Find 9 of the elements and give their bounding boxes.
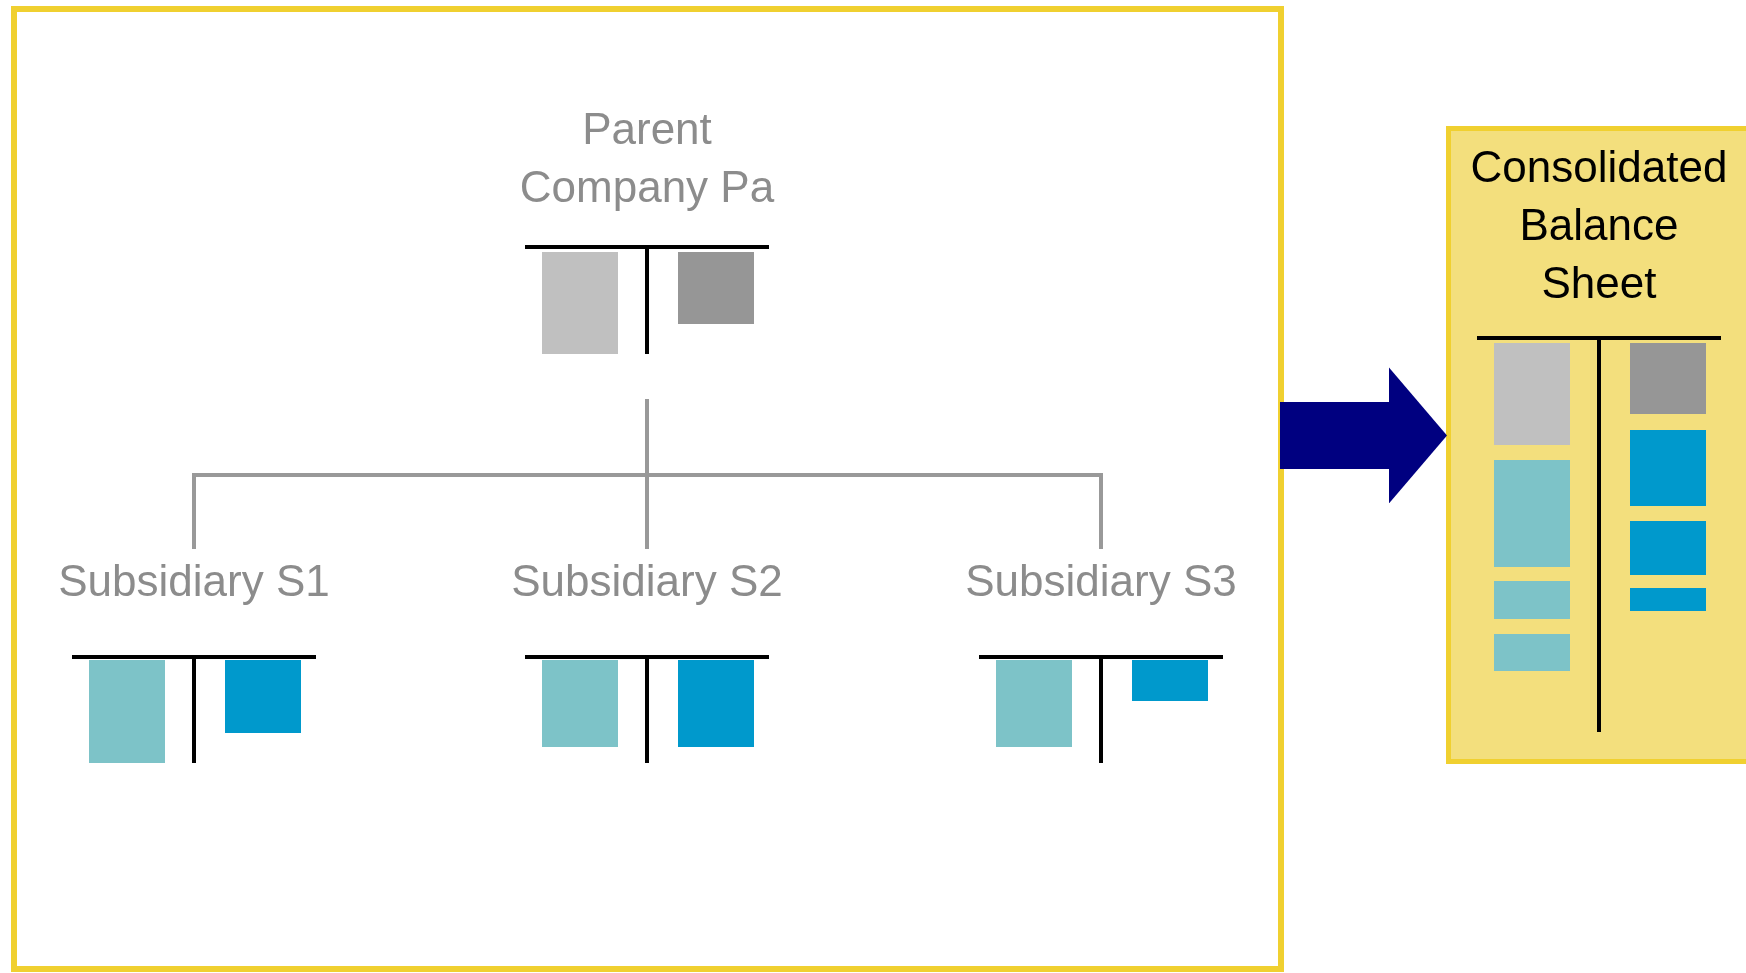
node-label: Subsidiary S1 xyxy=(57,555,331,607)
node-label: Parent Company Pa xyxy=(518,103,776,213)
node-label: Subsidiary S2 xyxy=(510,555,784,607)
group-frame xyxy=(11,6,1284,972)
node-label: Subsidiary S3 xyxy=(964,555,1238,607)
block-arrow xyxy=(1280,367,1447,504)
connector-line xyxy=(645,399,1103,549)
summary-panel xyxy=(1446,126,1746,764)
node-label: Consolidated Balance Sheet xyxy=(1469,141,1729,309)
